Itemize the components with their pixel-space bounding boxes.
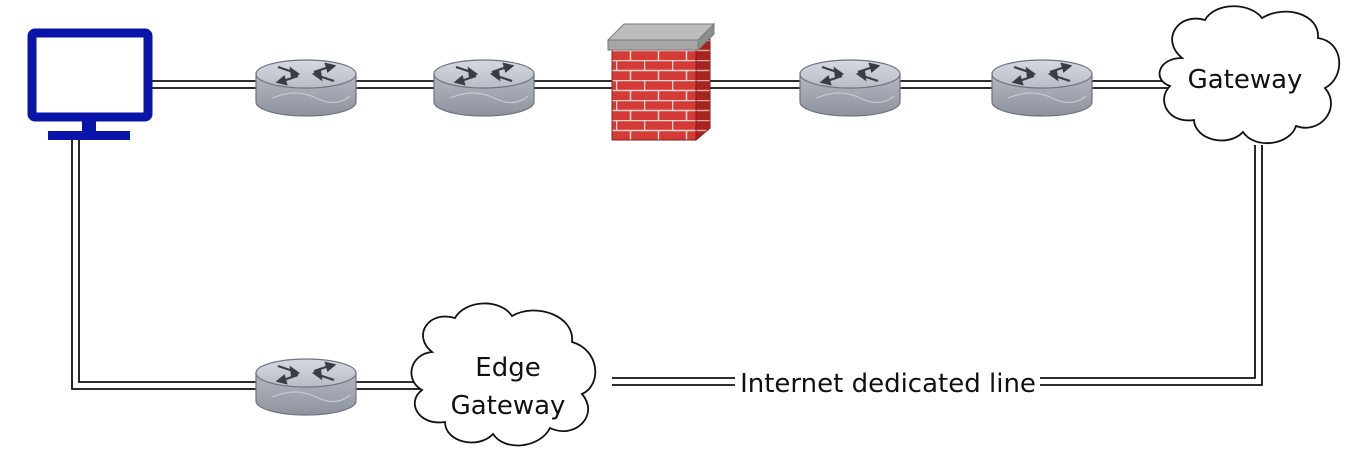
dedicated-line-segment	[612, 377, 735, 386]
gateway-cloud: Gateway	[1158, 5, 1341, 145]
left-link	[71, 140, 425, 390]
edge-gateway-cloud: Edge Gateway	[410, 302, 597, 447]
router-icon	[254, 58, 358, 118]
router-icon	[432, 58, 536, 118]
router-icon	[254, 357, 358, 417]
edge-gateway-label-line1: Edge	[475, 353, 540, 383]
dedicated-line-label: Internet dedicated line	[740, 369, 1036, 399]
router-icon	[798, 58, 902, 118]
firewall-icon	[606, 22, 716, 142]
monitor-icon	[27, 28, 153, 140]
cloud-icon	[410, 302, 597, 447]
edge-gateway-label-line2: Gateway	[451, 391, 566, 421]
right-link	[1040, 145, 1263, 386]
gateway-label: Gateway	[1188, 65, 1303, 95]
cloud-icon	[1158, 5, 1341, 145]
router-icon	[990, 58, 1094, 118]
